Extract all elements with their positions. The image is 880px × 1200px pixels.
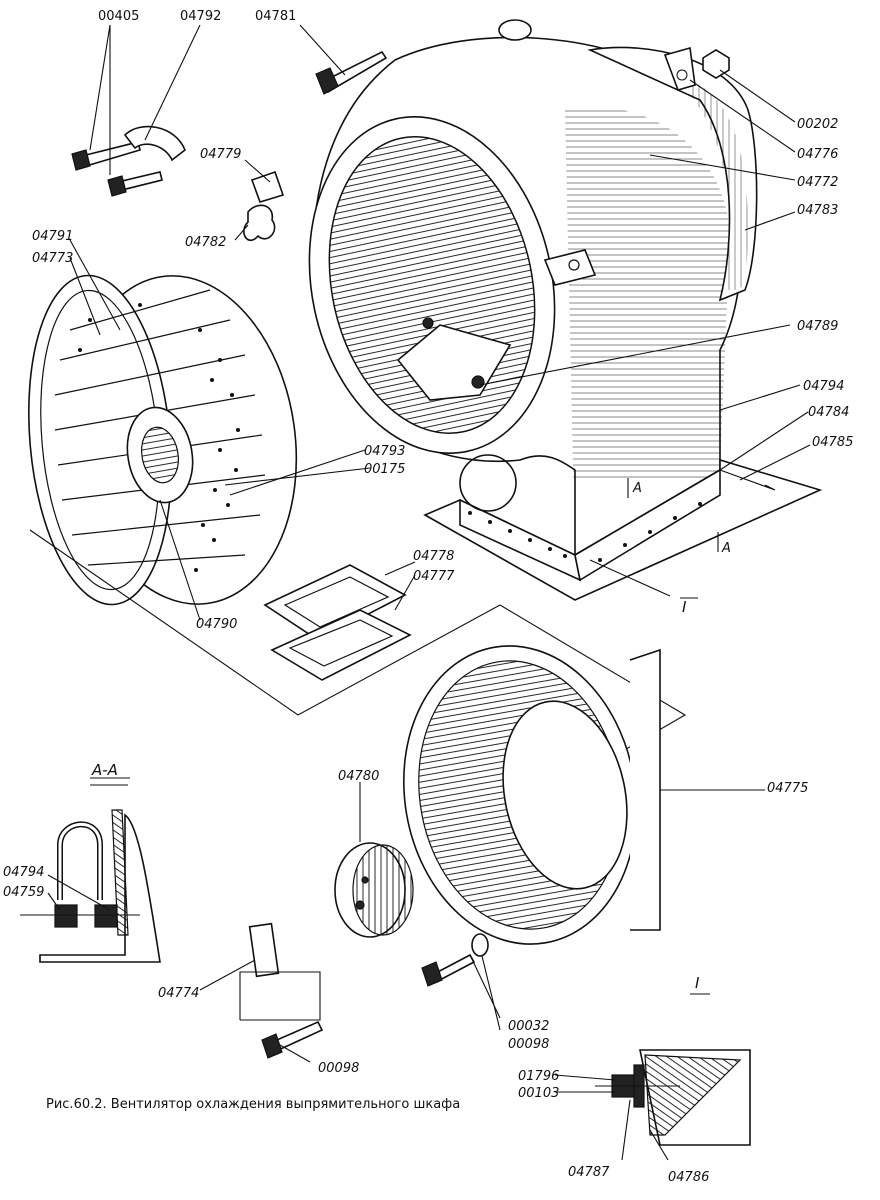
label-04793: 04793: [364, 444, 405, 459]
callout-one-label: I: [682, 598, 687, 616]
label-04781: 04781: [255, 9, 296, 24]
label-04777: 04777: [413, 569, 455, 584]
label-04794-section: 04794: [3, 865, 44, 880]
label-04783: 04783: [797, 203, 838, 218]
label-04776: 04776: [797, 147, 838, 162]
label-04787: 04787: [568, 1165, 610, 1180]
label-04791: 04791: [32, 229, 73, 244]
label-04774: 04774: [158, 986, 199, 1001]
label-04789: 04789: [797, 319, 838, 334]
small-fasteners-left: [71, 125, 285, 242]
label-04790: 04790: [196, 617, 237, 632]
label-04773: 04773: [32, 251, 73, 266]
section-arrow-a-upper: A: [632, 481, 642, 496]
label-04778: 04778: [413, 549, 454, 564]
label-04759: 04759: [3, 885, 44, 900]
label-04779: 04779: [200, 147, 241, 162]
figure-caption: Рис.60.2. Вентилятор охлаждения выпрямит…: [46, 1097, 460, 1112]
label-04782: 04782: [185, 235, 226, 250]
section-one-title: I: [695, 974, 700, 992]
label-00175: 00175: [364, 462, 405, 477]
label-01796: 01796: [518, 1069, 559, 1084]
fan-housing: [308, 19, 823, 601]
inlet-cone: [402, 645, 661, 945]
label-00405: 00405: [98, 9, 139, 24]
section-one-detail: [595, 1049, 751, 1146]
label-00032: 00032: [508, 1019, 549, 1034]
label-04785: 04785: [812, 435, 853, 450]
label-04786: 04786: [668, 1170, 709, 1185]
disk-and-grille: [239, 842, 489, 1059]
leader-lines: [47, 24, 811, 1161]
section-arrow-a-lower: A: [721, 541, 731, 556]
label-00202: 00202: [797, 117, 838, 132]
part-labels: 00405 04792 04781 00202 04776 04772 0478…: [3, 9, 853, 1185]
section-a-a-title: A-A: [91, 761, 118, 779]
label-04780: 04780: [338, 769, 379, 784]
seal-frames: [263, 564, 412, 681]
label-00103: 00103: [518, 1086, 559, 1101]
label-00098-bottom: 00098: [318, 1061, 359, 1076]
label-04775: 04775: [767, 781, 808, 796]
label-04772: 04772: [797, 175, 838, 190]
label-04794-top: 04794: [803, 379, 844, 394]
label-04784: 04784: [808, 405, 849, 420]
label-04792: 04792: [180, 9, 221, 24]
section-arrows: [90, 478, 719, 995]
label-00098-right: 00098: [508, 1037, 549, 1052]
section-a-a-detail: [20, 784, 161, 963]
impeller-wheel: [27, 274, 298, 606]
